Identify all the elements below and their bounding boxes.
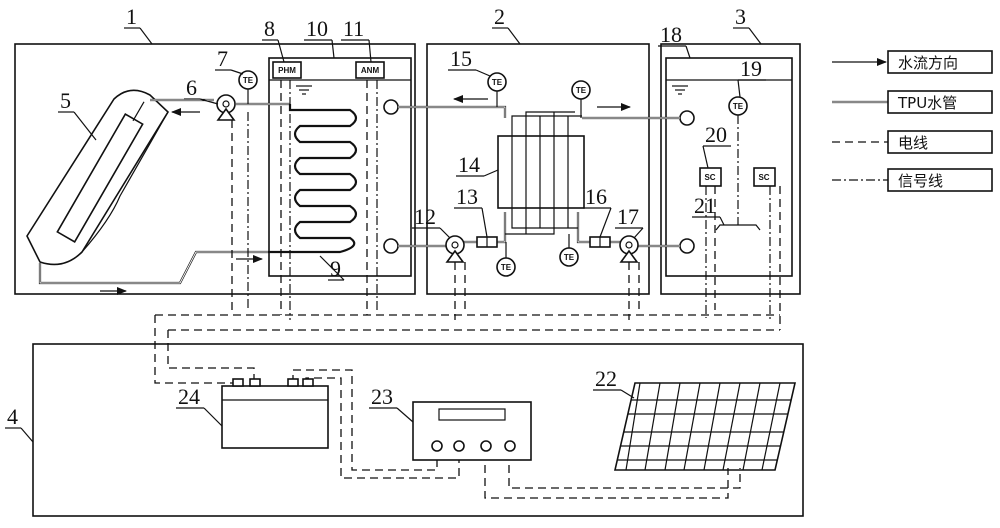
legend-item-signal-line: 信号线 (832, 168, 993, 192)
svg-text:11: 11 (343, 16, 364, 41)
ph-meter-label: PHM (278, 66, 296, 75)
flow-meter (476, 236, 498, 248)
water-level-icon (296, 85, 312, 95)
tank-outlet-port (679, 238, 695, 254)
legend-item-tpu-pipe: TPU水管 (832, 90, 993, 114)
svg-text:23: 23 (371, 384, 393, 409)
temperature-sensor: TE (496, 242, 516, 277)
legend: 水流方向 TPU水管 电线 信号线 (832, 50, 993, 192)
svg-text:14: 14 (458, 152, 480, 177)
ph-meter (272, 61, 302, 79)
svg-text:24: 24 (178, 384, 200, 409)
temperature-sensor: TE (728, 96, 748, 116)
svg-text:SC: SC (758, 173, 769, 182)
tank-outlet-port (679, 110, 695, 126)
temperature-sensor: TE (559, 234, 579, 267)
svg-text:12: 12 (414, 204, 436, 229)
heating-coil (268, 104, 358, 254)
water-level-icon (672, 85, 688, 95)
battery (221, 378, 329, 449)
svg-text:3: 3 (735, 4, 746, 29)
svg-text:电线: 电线 (898, 134, 928, 152)
svg-text:20: 20 (705, 122, 727, 147)
speed-controller (699, 167, 722, 187)
svg-text:2: 2 (494, 4, 505, 29)
temperature-sensor: TE (238, 70, 258, 104)
ammonia-meter (355, 61, 385, 79)
svg-text:TE: TE (576, 86, 587, 95)
svg-text:TE: TE (243, 76, 254, 85)
svg-text:TPU水管: TPU水管 (897, 94, 957, 112)
svg-text:信号线: 信号线 (898, 172, 943, 190)
svg-text:TE: TE (501, 263, 512, 272)
circulation-pump (619, 235, 639, 263)
circulation-pump (445, 235, 465, 263)
tank-outlet-port (383, 99, 399, 115)
svg-text:水流方向: 水流方向 (898, 54, 958, 72)
svg-text:4: 4 (7, 404, 18, 429)
circulation-pump (216, 94, 236, 121)
charge-controller (412, 401, 532, 461)
svg-text:13: 13 (456, 184, 478, 209)
solar-collector (26, 89, 170, 266)
svg-text:16: 16 (585, 184, 607, 209)
tpu-pipe (38, 250, 268, 285)
component-labels: 1 2 3 4 5 6 7 8 10 11 9 12 13 14 15 16 1 (5, 4, 766, 443)
svg-text:TE: TE (733, 102, 744, 111)
tpu-pipe (398, 105, 507, 118)
tank-outlet-port (383, 238, 399, 254)
heat-exchanger (497, 111, 585, 235)
svg-text:7: 7 (217, 46, 228, 71)
cooling-zone (660, 43, 801, 295)
temperature-sensor: TE (487, 72, 507, 107)
solar-panel (613, 382, 797, 471)
svg-text:21: 21 (694, 193, 716, 218)
svg-text:TE: TE (564, 253, 575, 262)
svg-text:9: 9 (330, 256, 341, 281)
cooling-element (715, 224, 761, 231)
ammonia-meter-label: ANM (361, 66, 380, 75)
speed-controller (753, 167, 776, 187)
svg-text:SC: SC (704, 173, 715, 182)
svg-text:6: 6 (186, 75, 197, 100)
svg-text:5: 5 (60, 88, 71, 113)
temperature-sensor: TE (571, 80, 591, 118)
signal-line (247, 80, 771, 320)
svg-text:10: 10 (306, 16, 328, 41)
svg-text:19: 19 (740, 56, 762, 81)
flow-meter (589, 236, 611, 248)
cooling-tank (665, 57, 793, 277)
svg-text:18: 18 (660, 22, 682, 47)
svg-text:15: 15 (450, 46, 472, 71)
svg-text:1: 1 (126, 4, 137, 29)
svg-text:17: 17 (617, 204, 639, 229)
legend-item-water-flow: 水流方向 (832, 50, 993, 74)
svg-text:8: 8 (264, 16, 275, 41)
legend-item-power-line: 电线 (832, 130, 993, 154)
heat-exchange-zone (426, 43, 650, 295)
svg-text:22: 22 (595, 366, 617, 391)
svg-text:TE: TE (492, 78, 503, 87)
solar-collector-zone (14, 43, 416, 295)
power-zone (32, 343, 804, 517)
